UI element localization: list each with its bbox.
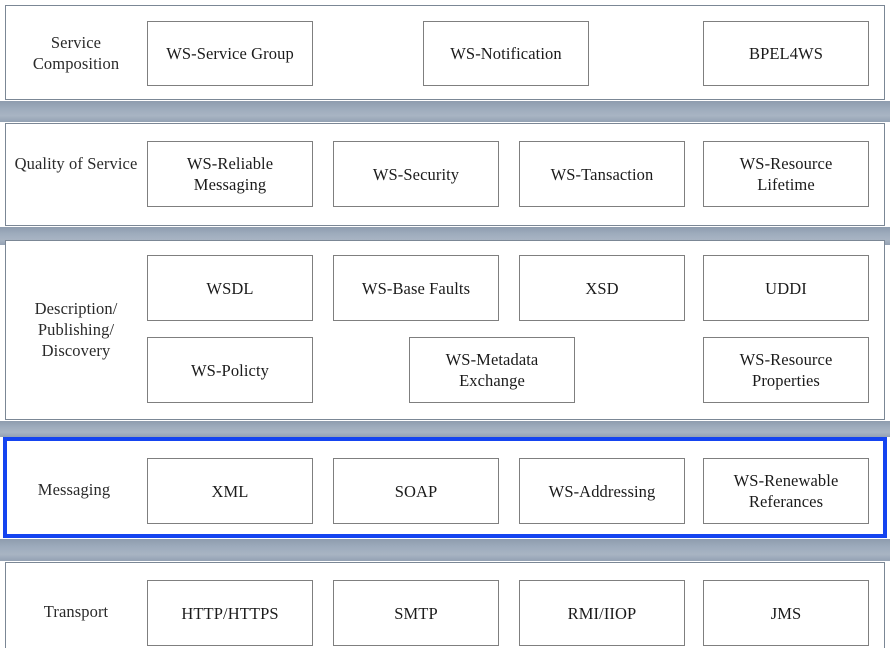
tech-box-label: WS-Reliable <box>186 154 274 173</box>
tech-box-label: SMTP <box>394 603 438 623</box>
layer-separator-3 <box>0 421 890 437</box>
layer-label-description-publishing-discovery: Description/ Publishing/ Discovery <box>6 298 146 361</box>
tech-box-label: WS-Notification <box>450 44 562 63</box>
tech-box-label: Properties <box>752 371 820 390</box>
tech-box-http-https[interactable]: HTTP/HTTPS <box>147 580 313 646</box>
layer-label-line: Publishing/ <box>37 320 115 339</box>
tech-box-ws-resource-lifetime[interactable]: WS-Resource Lifetime <box>703 141 869 207</box>
layer-transport: Transport HTTP/HTTPS SMTP RMI/IIOP JMS <box>5 562 885 648</box>
layer-label-service-composition: Service Composition <box>6 32 146 74</box>
tech-box-ws-security[interactable]: WS-Security <box>333 141 499 207</box>
tech-box-label: WS-Base Faults <box>361 278 471 298</box>
layer-description-publishing-discovery: Description/ Publishing/ Discovery WSDL … <box>5 240 885 420</box>
tech-box-label: WS-Security <box>372 164 460 184</box>
tech-box-rmi-iiop[interactable]: RMI/IIOP <box>519 580 685 646</box>
tech-box-xml[interactable]: XML <box>147 458 313 524</box>
tech-box-bpel4ws[interactable]: BPEL4WS <box>703 21 869 86</box>
tech-box-label: WS-Resource <box>739 154 833 173</box>
tech-box-label: SOAP <box>394 481 438 501</box>
tech-box-label: HTTP/HTTPS <box>181 603 279 623</box>
layer-label-line: Description/ <box>34 299 118 318</box>
tech-box-jms[interactable]: JMS <box>703 580 869 646</box>
tech-box-ws-notification[interactable]: WS-Notification <box>423 21 589 86</box>
tech-box-label: BPEL4WS <box>748 44 824 63</box>
tech-box-label: WS-Resource <box>739 350 833 369</box>
tech-box-ws-reliable-messaging[interactable]: WS-Reliable Messaging <box>147 141 313 207</box>
layer-label-line: Composition <box>32 54 120 73</box>
tech-box-smtp[interactable]: SMTP <box>333 580 499 646</box>
tech-box-label: WS-Policty <box>191 360 269 380</box>
layer-separator-4 <box>0 539 890 561</box>
tech-box-label: WS-Addressing <box>548 481 656 501</box>
tech-box-label: XSD <box>585 278 619 298</box>
tech-box-ws-base-faults[interactable]: WS-Base Faults <box>333 255 499 321</box>
layer-separator-1 <box>0 101 890 122</box>
tech-box-label: UDDI <box>765 278 807 298</box>
tech-box-label: WS-Tansaction <box>550 164 654 184</box>
tech-box-ws-tansaction[interactable]: WS-Tansaction <box>519 141 685 207</box>
tech-box-uddi[interactable]: UDDI <box>703 255 869 321</box>
tech-box-ws-metadata-exchange[interactable]: WS-Metadata Exchange <box>409 337 575 403</box>
tech-box-wsdl[interactable]: WSDL <box>147 255 313 321</box>
layer-label-line: Messaging <box>37 480 111 499</box>
layer-messaging: Messaging XML SOAP WS-Addressing WS-Rene… <box>3 437 887 538</box>
tech-box-label: WSDL <box>206 278 254 298</box>
layer-label-quality-of-service: Quality of Service <box>6 153 146 174</box>
layer-label-line: Service <box>87 154 138 173</box>
tech-box-ws-resource-properties[interactable]: WS-Resource Properties <box>703 337 869 403</box>
tech-box-label: WS-Service Group <box>166 44 294 63</box>
tech-box-label: XML <box>211 481 249 501</box>
tech-box-ws-policty[interactable]: WS-Policty <box>147 337 313 403</box>
tech-box-label: RMI/IIOP <box>567 603 637 623</box>
layer-label-line: Service <box>50 33 102 52</box>
layer-label-line: Discovery <box>41 341 111 360</box>
tech-box-ws-service-group[interactable]: WS-Service Group <box>147 21 313 86</box>
tech-box-ws-renewable-referances[interactable]: WS-Renewable Referances <box>703 458 869 524</box>
layer-quality-of-service: Quality of Service WS-Reliable Messaging… <box>5 123 885 226</box>
layer-service-composition: Service Composition WS-Service Group WS-… <box>5 5 885 100</box>
tech-box-label: WS-Metadata <box>445 350 539 369</box>
tech-box-label: Exchange <box>459 371 525 390</box>
layer-label-line: Transport <box>43 602 109 621</box>
layer-label-messaging: Messaging <box>4 479 144 500</box>
tech-box-label: JMS <box>770 603 802 623</box>
tech-box-label: WS-Renewable <box>733 471 839 490</box>
tech-box-label: Lifetime <box>757 175 815 194</box>
layer-label-line: Quality of <box>14 154 83 173</box>
tech-box-xsd[interactable]: XSD <box>519 255 685 321</box>
tech-box-soap[interactable]: SOAP <box>333 458 499 524</box>
tech-box-label: Referances <box>748 492 824 511</box>
tech-box-label: Messaging <box>193 175 267 194</box>
layer-label-transport: Transport <box>6 601 146 622</box>
tech-box-ws-addressing[interactable]: WS-Addressing <box>519 458 685 524</box>
